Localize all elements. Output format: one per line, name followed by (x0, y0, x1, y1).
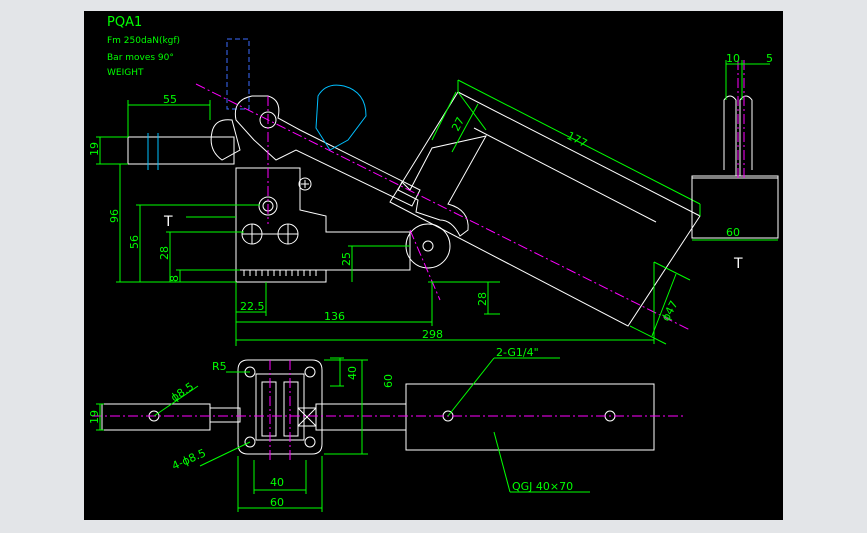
pivot-axis (409, 229, 441, 301)
dim-40-bottom: 40 (270, 476, 284, 489)
arm-link (234, 95, 421, 207)
section-label-t-left: T (163, 214, 173, 230)
dim-60-bottom: 60 (270, 496, 284, 509)
dim-25: 25 (340, 252, 353, 266)
plan-link-left (261, 381, 277, 437)
model-name: PQA1 (107, 15, 142, 30)
cylinder-axis (195, 83, 691, 331)
dim-60-side: 60 (726, 226, 740, 239)
dim-19-top: 19 (88, 142, 101, 156)
technical-drawing: PQA1 Fm 250daN(kgf) Bar moves 90° WEIGHT (88, 15, 779, 512)
alt-cam-outline (315, 84, 367, 151)
cylinder-pivot-ring (405, 223, 451, 269)
plan-spindle (101, 403, 211, 431)
dim-60-vert: 60 (382, 374, 395, 388)
spindle-block (127, 136, 235, 165)
dim-5: 5 (766, 52, 773, 65)
plan-view (92, 359, 686, 460)
dim-55: 55 (163, 93, 177, 106)
dim-r5: R5 (212, 360, 227, 373)
plan-arm (209, 407, 241, 423)
dim-phi8-5: ϕ8.5 (168, 380, 196, 405)
plan-body (255, 373, 305, 441)
weight-text: WEIGHT (107, 68, 144, 78)
clamp-side-view (127, 38, 701, 331)
pivot-link (298, 177, 312, 191)
dim-96: 96 (108, 209, 121, 223)
plan-hole-br (304, 436, 316, 448)
dim-40-vert: 40 (346, 366, 359, 380)
plan-link-right (283, 381, 299, 437)
dim-10: 10 (726, 52, 740, 65)
cylinder-pivot (422, 240, 434, 252)
dim-4-holes: 4-ϕ8.5 (170, 446, 208, 472)
pivot-mid (258, 196, 278, 216)
plan-rod (315, 403, 407, 431)
cylinder-clevis (397, 135, 487, 237)
dim-27: 27 (449, 115, 467, 133)
open-handle-outline (226, 38, 250, 110)
lever-lobe (210, 119, 241, 161)
upper-dimensions (96, 79, 701, 346)
dim-136: 136 (324, 310, 345, 323)
plan-base (237, 359, 323, 455)
t-view-post-right (739, 95, 753, 176)
dim-22-5: 22.5 (240, 300, 265, 313)
base-body (235, 167, 411, 283)
dim-port: 2-G1/4" (496, 346, 539, 359)
upper-dimension-text: 55 19 96 56 28 8 25 22.5 136 28 298 27 1… (88, 93, 681, 341)
t-view-post-left (723, 95, 737, 176)
drawing-canvas: PQA1 Fm 250daN(kgf) Bar moves 90° WEIGHT (84, 11, 783, 520)
t-view: 10 5 60 T (691, 52, 779, 272)
t-view-base (691, 175, 779, 239)
force-text: Fm 250daN(kgf) (107, 36, 180, 46)
base-serration (243, 270, 317, 276)
plan-dimension-text: 19 ϕ8.5 R5 4-ϕ8.5 40 60 40 60 2-G1/4" QG… (88, 346, 573, 509)
plan-hole-tr (304, 366, 316, 378)
dim-phi47: ϕ47 (659, 299, 680, 324)
dim-56: 56 (128, 235, 141, 249)
dim-298: 298 (422, 328, 443, 341)
dim-8: 8 (168, 275, 181, 282)
plan-cylinder (405, 383, 655, 451)
plan-dimensions (96, 357, 590, 512)
dim-cylinder: QGJ 40×70 (512, 480, 573, 493)
dim-177: 177 (565, 129, 590, 150)
cylinder-body (389, 91, 701, 327)
dim-19-bottom: 19 (88, 410, 101, 424)
plan-hole-bl (244, 436, 256, 448)
section-label-t-right: T (733, 256, 743, 272)
bar-moves-text: Bar moves 90° (107, 53, 174, 63)
dim-28-left: 28 (158, 246, 171, 260)
dim-28-right: 28 (476, 292, 489, 306)
